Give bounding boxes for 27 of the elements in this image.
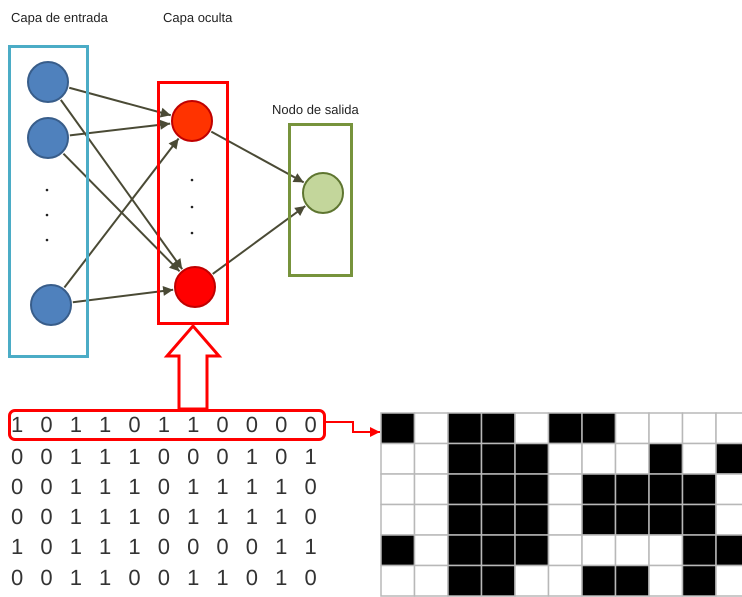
neuron-circle (171, 100, 213, 142)
neuron-circle (27, 117, 69, 159)
arrow (60, 99, 183, 270)
neuron-circle (174, 266, 216, 308)
arrow (212, 205, 306, 275)
block-arrow (164, 324, 222, 410)
binary-row: 0 0 1 1 1 0 0 0 1 0 1 (11, 444, 317, 470)
binary-row: 0 0 1 1 1 0 1 1 1 1 0 (11, 504, 317, 530)
arrow (326, 421, 380, 437)
arrow (210, 130, 304, 184)
layer-heading: Capa de entrada (11, 10, 108, 25)
binary-row: 0 0 1 1 1 0 1 1 1 1 0 (11, 474, 317, 500)
arrow (68, 86, 172, 118)
binary-row: 1 0 1 1 1 0 0 0 0 1 1 (11, 534, 317, 560)
binary-row: 0 0 1 1 0 0 1 1 0 1 0 (11, 565, 317, 591)
neuron-circle (302, 172, 344, 214)
pixel-grid (380, 412, 742, 597)
arrow (62, 152, 180, 272)
binary-row: 1 0 1 1 0 1 1 0 0 0 0 (11, 412, 317, 438)
neuron-circle (30, 284, 72, 326)
neuron-circle (27, 61, 69, 103)
arrow (64, 138, 180, 288)
layer-heading: Capa oculta (163, 10, 232, 25)
layer-heading: Nodo de salida (272, 102, 359, 117)
highlight-box (8, 409, 326, 441)
arrow (72, 286, 174, 304)
arrow (70, 120, 170, 136)
